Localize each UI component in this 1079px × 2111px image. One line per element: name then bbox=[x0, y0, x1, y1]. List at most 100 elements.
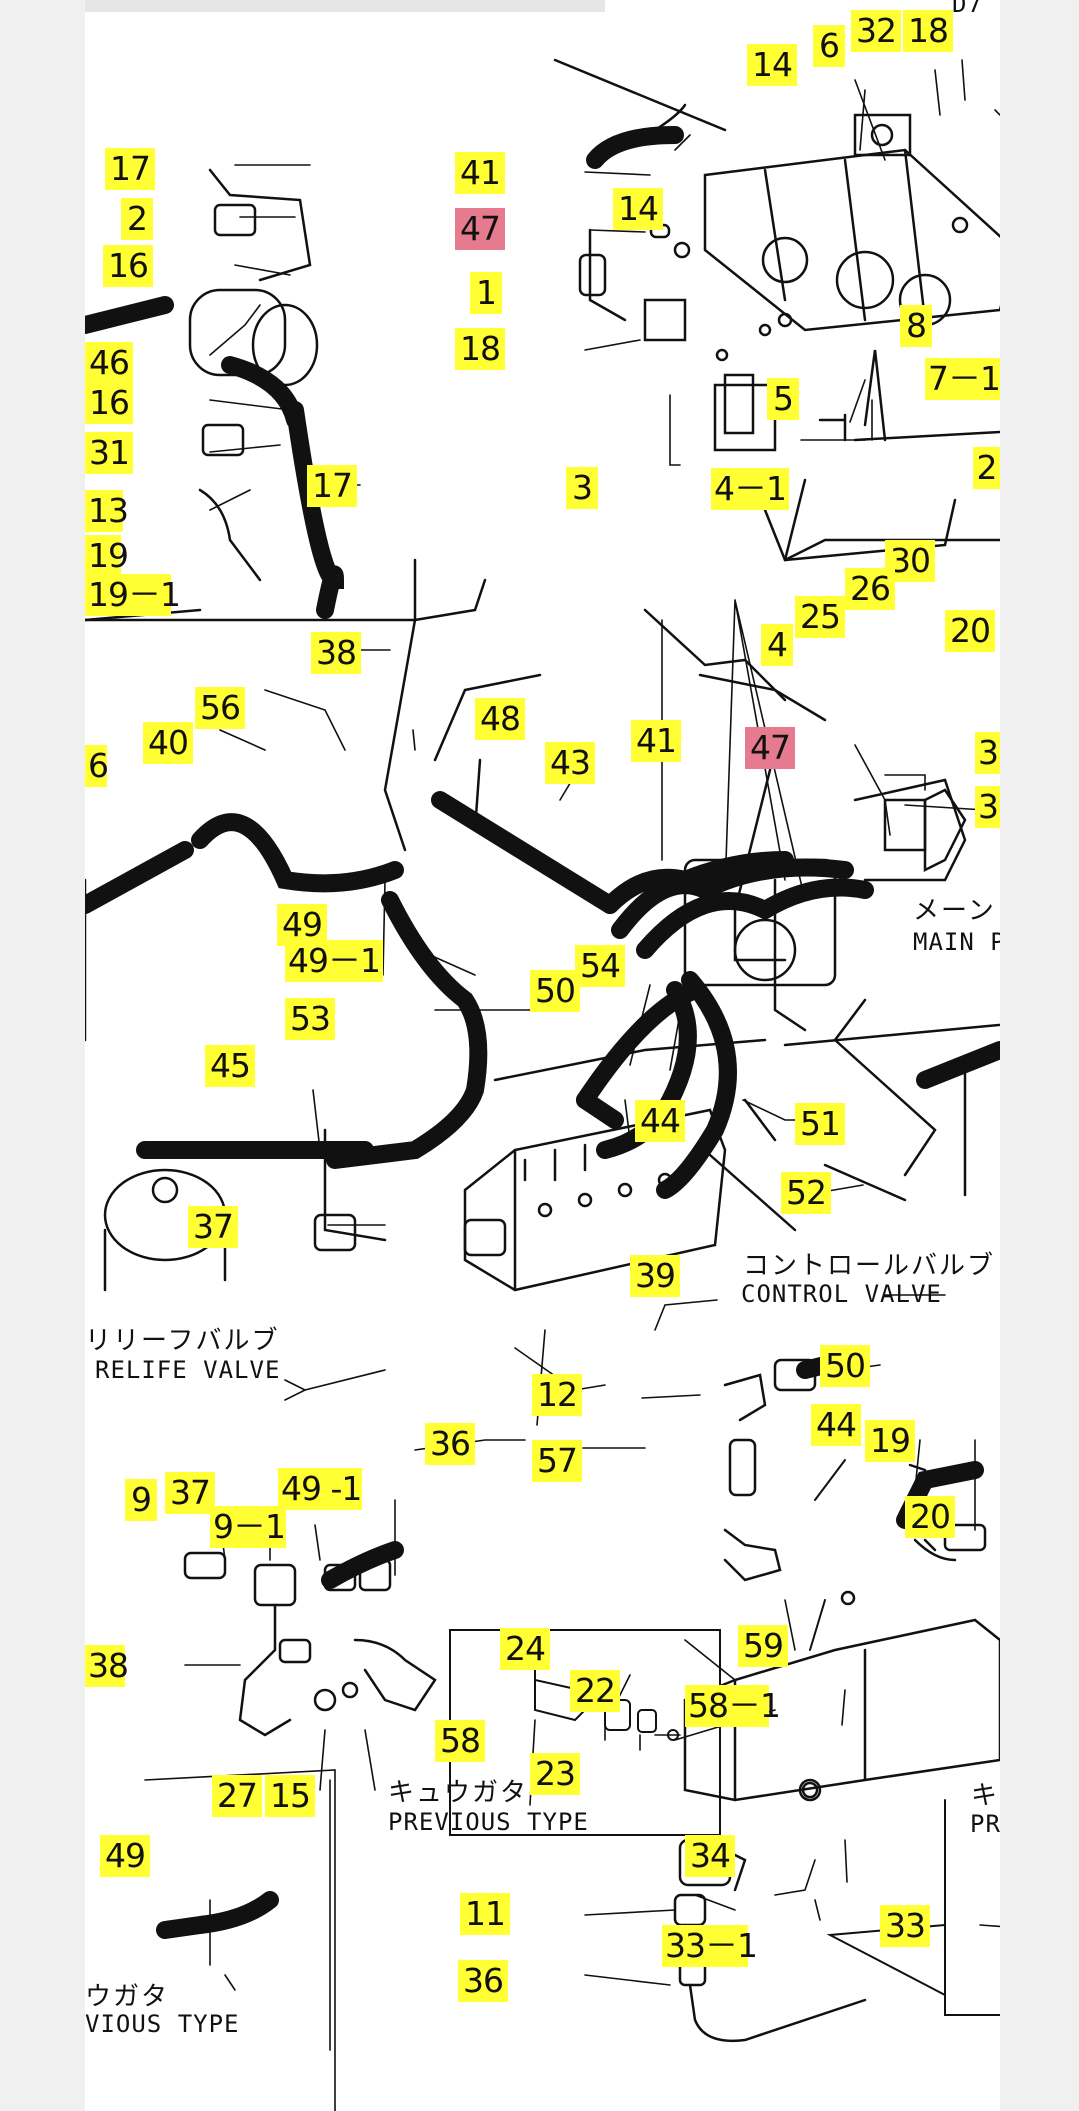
part-label-9-1: 9－1 bbox=[210, 1506, 286, 1548]
hose-lines bbox=[85, 126, 1000, 1939]
previous-type-caption-jp-left: ウガタ bbox=[85, 1982, 170, 2012]
part-label-34: 34 bbox=[685, 1835, 735, 1877]
part-label-3: 3 bbox=[975, 732, 1000, 774]
main-pump-mid bbox=[683, 778, 967, 987]
part-label-6: 6 bbox=[85, 745, 109, 787]
part-label-31: 31 bbox=[85, 432, 133, 474]
part-label-43: 43 bbox=[545, 742, 595, 784]
part-label-40: 40 bbox=[143, 722, 193, 764]
part-label-3: 3 bbox=[566, 467, 598, 509]
part-label-20: 20 bbox=[905, 1496, 955, 1538]
part-label-13: 13 bbox=[85, 490, 129, 532]
part-label-6: 6 bbox=[813, 25, 845, 67]
part-label-41: 41 bbox=[455, 152, 505, 194]
control-valve-caption-jp: コントロールバルブ bbox=[743, 1251, 996, 1281]
part-label-18: 18 bbox=[455, 328, 505, 370]
fittings-top bbox=[553, 58, 1000, 562]
part-label-39: 39 bbox=[630, 1255, 680, 1297]
part-label-2: 2 bbox=[121, 198, 153, 240]
part-label-24: 24 bbox=[500, 1628, 550, 1670]
part-label-1: 1 bbox=[470, 272, 502, 314]
top-scroll-bar bbox=[85, 0, 605, 12]
part-label-33-1: 33－1 bbox=[662, 1925, 758, 1967]
relief-valve-caption-en: RELIFE VALVE bbox=[95, 1356, 281, 1384]
part-label-12: 12 bbox=[532, 1374, 582, 1416]
previous-type-caption-en-left: VIOUS TYPE bbox=[85, 2010, 240, 2038]
main-pump-top bbox=[703, 113, 1000, 332]
part-label-7-1: 7－1 bbox=[925, 358, 1000, 400]
part-label-51: 51 bbox=[795, 1103, 845, 1145]
part-label-2: 2 bbox=[973, 447, 1000, 489]
sheet-corner-code: D7 bbox=[952, 0, 983, 18]
part-label-37: 37 bbox=[188, 1206, 238, 1248]
part-label-57: 57 bbox=[532, 1440, 582, 1482]
previous-type-caption-en: PREVIOUS TYPE bbox=[388, 1808, 589, 1836]
part-label-38: 38 bbox=[311, 632, 361, 674]
diagram-sheet: 17 2 16 46 16 31 17 13 19 19－1 41 47 14 … bbox=[85, 0, 1000, 2111]
main-pump-caption-en: MAIN P bbox=[913, 928, 1000, 956]
part-label-18: 18 bbox=[903, 10, 953, 52]
control-valve-block bbox=[463, 1108, 727, 1292]
part-label-50: 50 bbox=[530, 970, 580, 1012]
part-label-33: 33 bbox=[880, 1905, 930, 1947]
part-label-44: 44 bbox=[811, 1404, 861, 1446]
part-label-58: 58 bbox=[435, 1720, 485, 1762]
part-label-11: 11 bbox=[460, 1893, 510, 1935]
part-label-50: 50 bbox=[820, 1345, 870, 1387]
part-label-45: 45 bbox=[205, 1045, 255, 1087]
right-callout-box bbox=[809, 1459, 1000, 2016]
part-label-37: 37 bbox=[165, 1472, 215, 1514]
part-label-17: 17 bbox=[307, 465, 357, 507]
main-pump-caption-jp: メーン bbox=[913, 896, 996, 926]
part-label-27: 27 bbox=[212, 1775, 262, 1817]
part-label-36: 36 bbox=[458, 1960, 508, 2002]
part-label-25: 25 bbox=[795, 596, 845, 638]
part-label-8: 8 bbox=[900, 305, 932, 347]
part-label-3: 3 bbox=[975, 786, 1000, 828]
part-label-49-1: 49－1 bbox=[285, 940, 383, 982]
part-label-47: 47 bbox=[745, 727, 795, 769]
part-label-59: 59 bbox=[738, 1625, 788, 1667]
part-label-19: 19 bbox=[865, 1420, 915, 1462]
part-label-47: 47 bbox=[455, 208, 505, 250]
part-label-48: 48 bbox=[475, 698, 525, 740]
relief-valve-caption-jp: リリーフバルブ bbox=[85, 1326, 280, 1356]
part-label-9: 9 bbox=[125, 1479, 157, 1521]
part-label-17: 17 bbox=[105, 148, 155, 190]
part-label-19-1: 19－1 bbox=[85, 574, 181, 616]
part-label-49: 49 bbox=[277, 904, 327, 946]
part-label-19: 19 bbox=[85, 535, 129, 577]
part-label-54: 54 bbox=[575, 945, 625, 987]
previous-type-caption-jp-right: キ bbox=[971, 1781, 1000, 1811]
part-label-5: 5 bbox=[767, 378, 799, 420]
part-label-16: 16 bbox=[103, 245, 153, 287]
hydraulic-piping-drawing bbox=[85, 58, 1000, 2111]
part-label-49-1: 49 -1 bbox=[278, 1468, 362, 1510]
part-label-15: 15 bbox=[265, 1775, 315, 1817]
part-label-14: 14 bbox=[613, 188, 663, 230]
tank-outline bbox=[85, 558, 1000, 1232]
part-label-20: 20 bbox=[945, 610, 995, 652]
part-label-49: 49 bbox=[100, 1835, 150, 1877]
previous-type-caption-en-right: PR bbox=[970, 1810, 1000, 1838]
part-label-14: 14 bbox=[747, 44, 797, 86]
part-label-22: 22 bbox=[570, 1670, 620, 1712]
part-label-32: 32 bbox=[851, 10, 901, 52]
control-valve-caption-en: CONTROL VALVE bbox=[741, 1280, 942, 1308]
part-label-41: 41 bbox=[631, 720, 681, 762]
part-label-44: 44 bbox=[635, 1100, 685, 1142]
part-label-46: 46 bbox=[85, 342, 133, 384]
part-label-38: 38 bbox=[85, 1645, 129, 1687]
part-label-23: 23 bbox=[530, 1753, 580, 1795]
part-label-36: 36 bbox=[425, 1423, 475, 1465]
part-label-52: 52 bbox=[781, 1172, 831, 1214]
part-label-58-1: 58－1 bbox=[685, 1685, 781, 1727]
part-label-26: 26 bbox=[845, 568, 895, 610]
previous-type-caption-jp: キュウガタ bbox=[388, 1778, 529, 1808]
bottom-left-fittings bbox=[183, 1551, 437, 1737]
part-label-53: 53 bbox=[285, 998, 335, 1040]
part-label-16: 16 bbox=[85, 382, 133, 424]
left-motor bbox=[188, 168, 319, 582]
part-label-4: 4 bbox=[761, 624, 793, 666]
part-label-4-1: 4－1 bbox=[711, 468, 789, 510]
